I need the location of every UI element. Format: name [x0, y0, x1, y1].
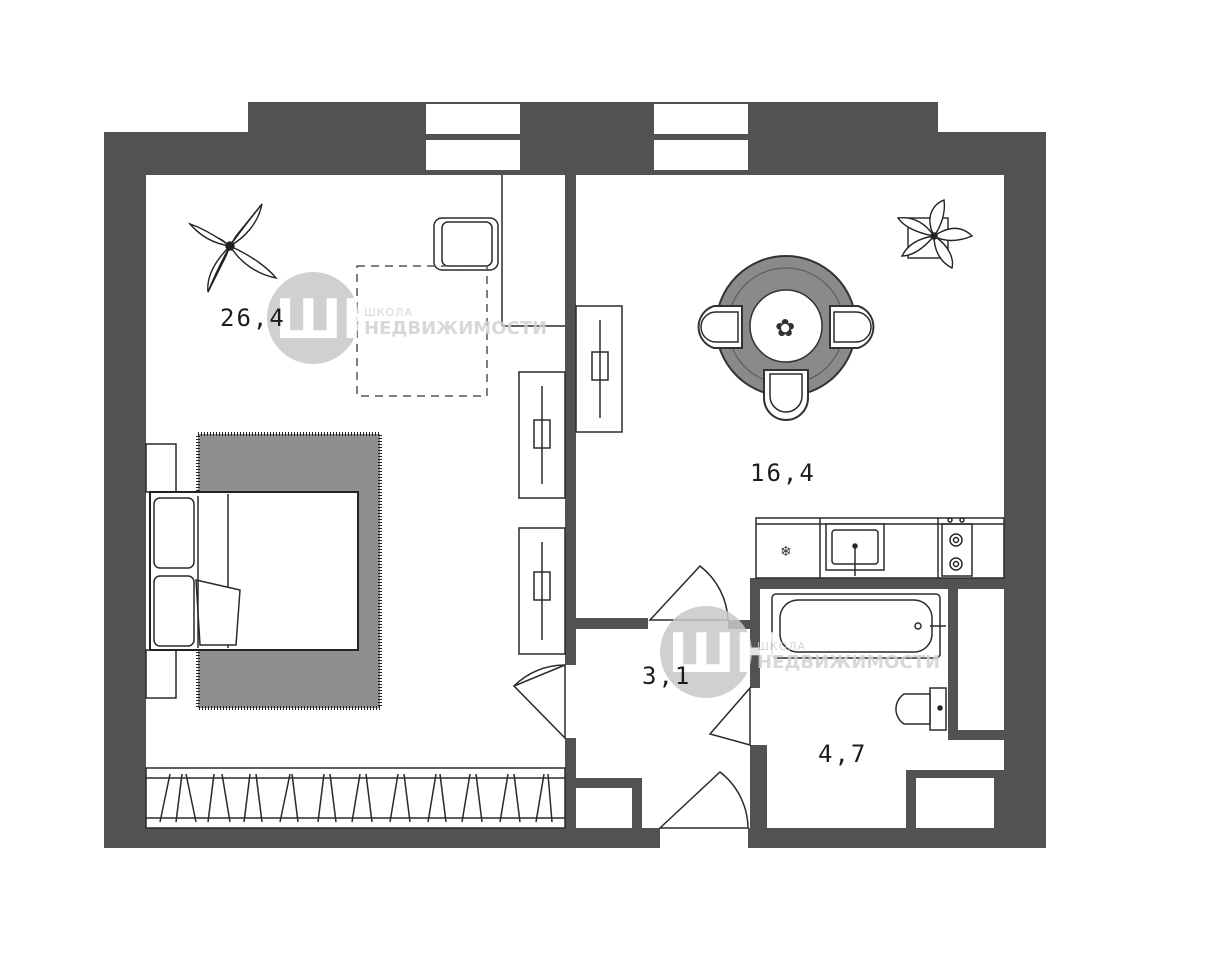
pillow-top: [153, 497, 195, 569]
kitchen-plant-icon: [896, 199, 974, 270]
nightstand-bottom: [145, 649, 177, 699]
plant-icon: [187, 203, 278, 293]
hall-niche: [576, 778, 642, 828]
area-label-bedroom: 26,4: [220, 304, 286, 332]
area-label-bathroom: 4,7: [818, 740, 867, 768]
walls: [104, 102, 1046, 848]
window-bedroom: [426, 104, 520, 170]
hangers: [159, 773, 553, 823]
snowflake-icon: ❄: [780, 544, 792, 560]
toilet: [895, 693, 931, 725]
bath-shaft: [948, 589, 1004, 740]
bottom-wall-left: [104, 828, 660, 848]
watermark-2: ШН ШКОЛА НЕДВИЖИМОСТИ: [660, 606, 940, 698]
wall-hall-bath-bottom: [750, 745, 767, 835]
svg-text:ШН: ШН: [668, 622, 780, 685]
wall-hall-bath-top: [750, 578, 760, 688]
svg-text:ШН: ШН: [275, 288, 387, 351]
wall-hall-stub: [728, 620, 760, 629]
door-entrance: [658, 771, 749, 829]
dining-table: [749, 289, 823, 363]
top-wall: [104, 102, 1046, 175]
blanket-fold: [195, 579, 241, 646]
bedroom-furniture: [145, 175, 566, 829]
window-kitchen: [654, 104, 748, 170]
wall-kitchen-hall: [576, 618, 648, 629]
wall-bedroom-hall-top: [565, 620, 576, 665]
svg-text:НЕДВИЖИМОСТИ: НЕДВИЖИМОСТИ: [757, 652, 940, 673]
stove: [941, 523, 973, 577]
svg-text:ШКОЛА: ШКОЛА: [757, 640, 806, 653]
door-bathroom: [708, 685, 751, 746]
leaf-icon: ✿: [775, 314, 795, 342]
tv-unit: [575, 305, 623, 433]
svg-text:ШКОЛА: ШКОЛА: [364, 306, 413, 319]
bottom-wall-right: [748, 828, 1046, 848]
door-bedroom: [512, 663, 566, 740]
bathroom-furniture: [771, 593, 947, 731]
wall-kitchen-bath: [750, 578, 1004, 589]
area-label-kitchen: 16,4: [750, 459, 816, 487]
wall-bedroom-hall-bottom: [565, 738, 576, 828]
desk-chair: [433, 217, 499, 271]
right-wall: [1004, 132, 1046, 848]
wall-bedroom-kitchen: [565, 175, 576, 628]
watermark-1: ШН ШКОЛА НЕДВИЖИМОСТИ: [267, 272, 547, 364]
bath-niche: [906, 770, 1004, 828]
pillow-bottom: [153, 575, 195, 647]
windows: [426, 104, 748, 170]
kitchen-furniture: [575, 255, 1005, 579]
area-label-hall: 3,1: [642, 662, 691, 690]
left-wall: [104, 132, 146, 848]
svg-text:НЕДВИЖИМОСТИ: НЕДВИЖИМОСТИ: [364, 318, 547, 339]
nightstand-top: [145, 443, 177, 493]
